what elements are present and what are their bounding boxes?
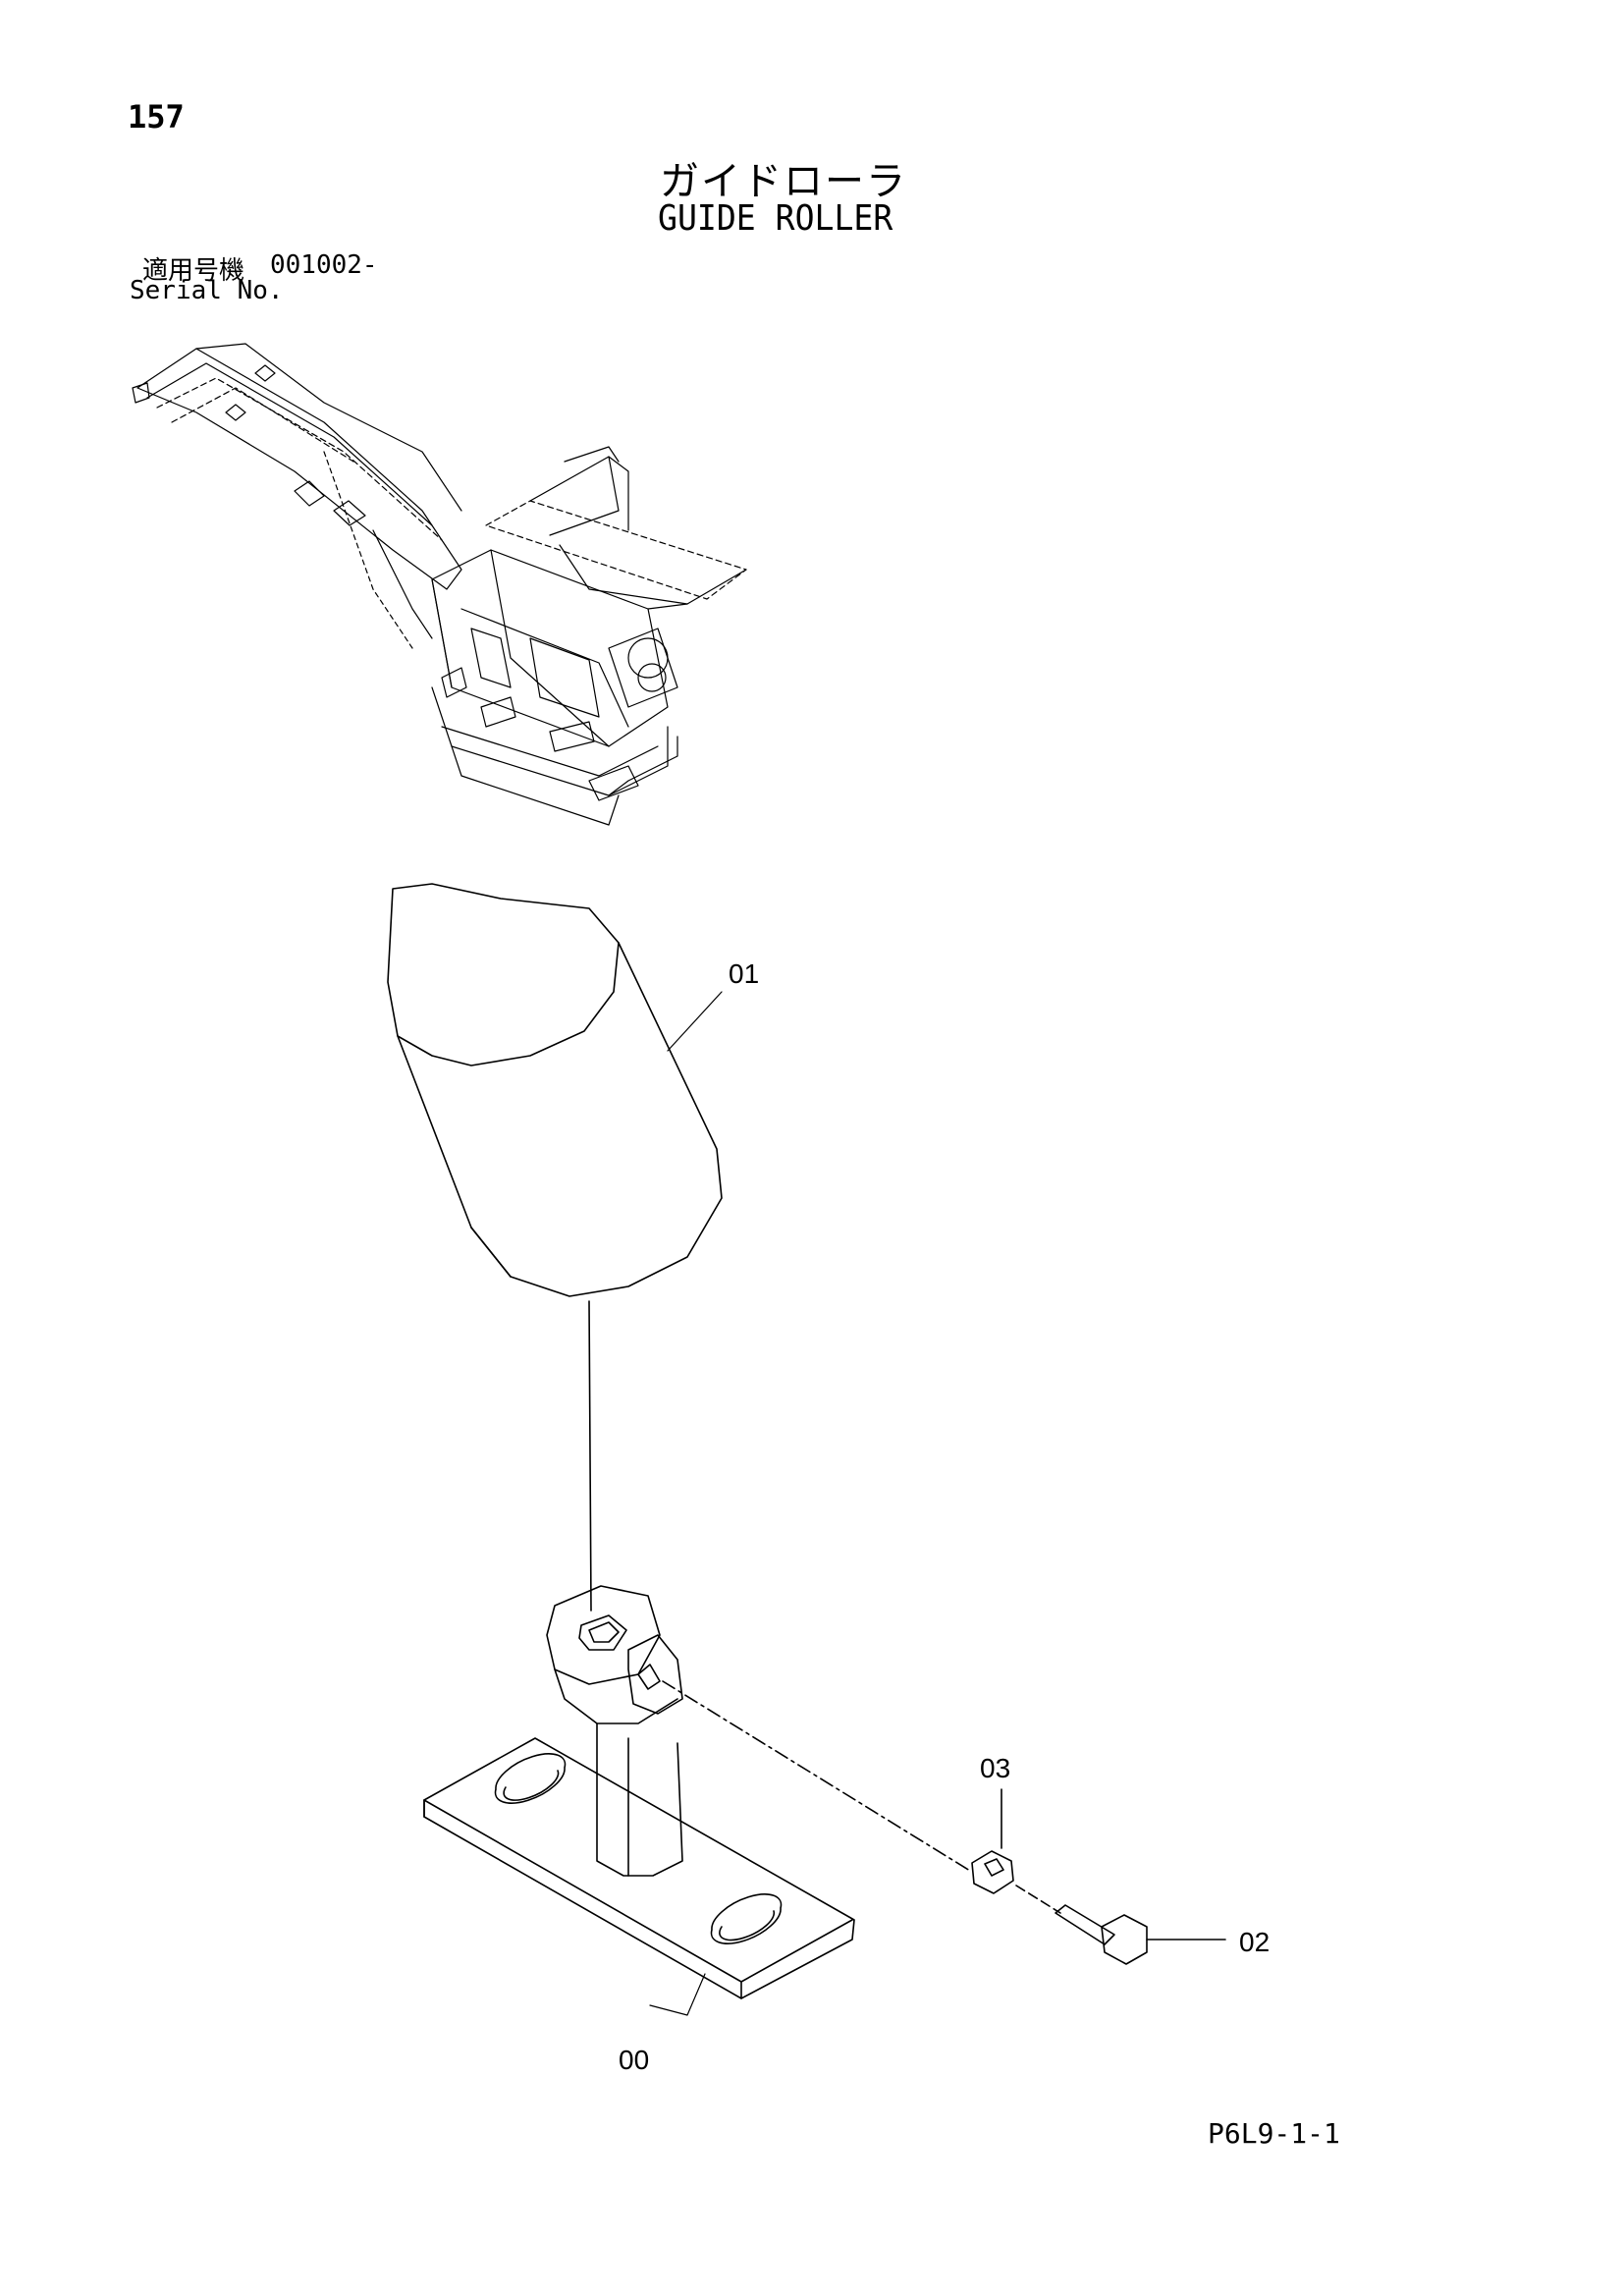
callout-03: 03 bbox=[980, 1753, 1011, 1783]
page-title-en: GUIDE ROLLER bbox=[658, 198, 893, 239]
document-code: P6L9-1-1 bbox=[1208, 2117, 1340, 2150]
serial-label-en: Serial No. bbox=[130, 276, 284, 305]
serial-label-jp: 適用号機 bbox=[142, 256, 245, 286]
callout-02: 02 bbox=[1239, 1927, 1271, 1957]
page-number: 157 bbox=[128, 98, 185, 136]
nut-illustration bbox=[971, 1788, 1014, 1894]
leader-lines bbox=[649, 991, 723, 2016]
callout-00: 00 bbox=[619, 2045, 650, 2075]
roller-illustration bbox=[387, 883, 723, 1612]
machine-overview-illustration bbox=[132, 343, 747, 826]
bracket-illustration bbox=[423, 1585, 971, 1999]
page-title-jp: ガイドローラ bbox=[660, 159, 907, 204]
serial-value: 001002- bbox=[270, 250, 378, 280]
bolt-illustration bbox=[1015, 1885, 1226, 1965]
callout-01: 01 bbox=[729, 958, 760, 989]
